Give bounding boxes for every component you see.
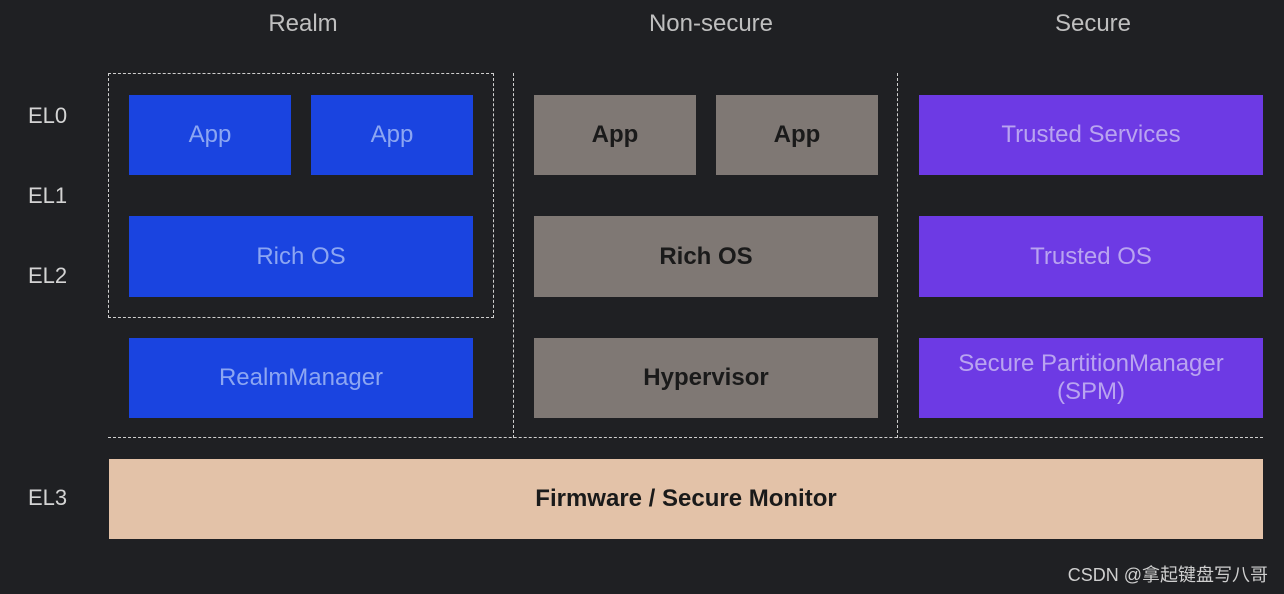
- level-label-el0: EL0: [28, 103, 68, 128]
- realm-dashed-boundary: [108, 73, 494, 318]
- column-heading-realm: Realm: [268, 10, 338, 37]
- firmware-secure-monitor: Firmware / Secure Monitor: [109, 459, 1263, 539]
- realm-app-2: App: [311, 95, 473, 175]
- column-heading-secure: Secure: [1054, 10, 1132, 37]
- level-label-el3: EL3: [28, 485, 68, 510]
- nonsecure-hypervisor: Hypervisor: [534, 338, 878, 418]
- secure-partition-manager: Secure PartitionManager (SPM): [919, 338, 1263, 418]
- column-heading-nonsecure: Non-secure: [648, 10, 774, 37]
- level-label-el1: EL1: [28, 183, 68, 208]
- nonsecure-app-2: App: [716, 95, 878, 175]
- divider-el3: [108, 437, 1263, 438]
- realm-manager: RealmManager: [129, 338, 473, 418]
- divider-realm-nonsecure: [513, 73, 514, 438]
- divider-nonsecure-secure: [897, 73, 898, 438]
- watermark: CSDN @拿起键盘写八哥: [1067, 565, 1268, 585]
- secure-trusted-services: Trusted Services: [919, 95, 1263, 175]
- secure-trusted-os: Trusted OS: [919, 216, 1263, 297]
- realm-rich-os: Rich OS: [129, 216, 473, 297]
- nonsecure-app-1: App: [534, 95, 696, 175]
- realm-app-1: App: [129, 95, 291, 175]
- nonsecure-rich-os: Rich OS: [534, 216, 878, 297]
- level-label-el2: EL2: [28, 263, 68, 288]
